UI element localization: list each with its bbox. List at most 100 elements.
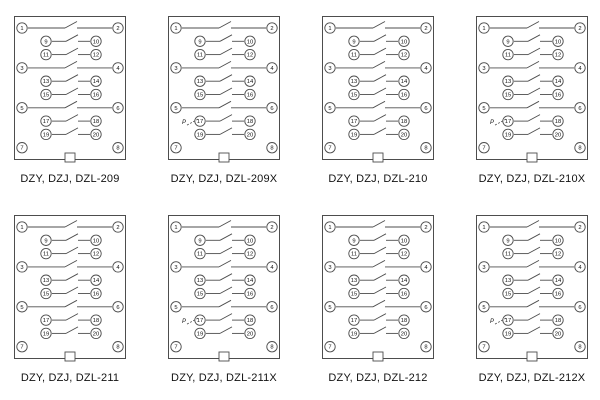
contact-line	[373, 233, 387, 241]
panel-border	[14, 16, 126, 160]
contact-line	[373, 273, 387, 281]
terminal-number: 16	[93, 292, 99, 298]
contact-line	[64, 61, 78, 69]
terminal-circle	[420, 62, 432, 74]
terminal-circle	[552, 247, 564, 260]
terminal-circle	[170, 142, 182, 154]
terminal-number: 6	[270, 106, 273, 112]
terminal-number: 19	[197, 132, 203, 138]
terminal-circle	[170, 102, 182, 114]
terminal-number: 13	[351, 278, 357, 284]
terminal-number: 6	[116, 106, 119, 112]
terminal-circle	[420, 301, 432, 313]
terminal-circle	[170, 261, 182, 273]
terminal-circle	[266, 22, 278, 34]
contact-line	[372, 299, 386, 308]
terminal-circle	[348, 287, 360, 300]
terminal-number: 20	[401, 331, 407, 337]
contact-line	[219, 286, 233, 294]
terminal-circle	[40, 35, 52, 47]
terminal-circle	[324, 22, 336, 34]
contact-line	[372, 220, 386, 228]
contact-line	[218, 21, 232, 29]
contact-line	[219, 273, 233, 281]
terminal-circle	[170, 301, 182, 313]
terminal-circle	[40, 48, 52, 61]
contact-line	[65, 47, 79, 55]
terminal-circle	[478, 221, 490, 233]
terminal-circle	[40, 327, 52, 340]
terminal-number: 12	[555, 252, 561, 258]
terminal-number: 9	[352, 39, 355, 45]
terminal-circle	[244, 75, 256, 87]
terminal-number: 8	[578, 345, 581, 351]
contact-line	[373, 313, 387, 321]
terminal-number: 18	[93, 119, 99, 125]
terminal-circle	[266, 142, 278, 154]
terminal-circle	[552, 115, 564, 127]
contact-line	[373, 74, 387, 82]
terminal-number: 1	[174, 26, 177, 32]
terminal-number: 10	[93, 238, 99, 244]
terminal-circle	[502, 287, 514, 300]
contact-line	[65, 286, 79, 294]
contact-line	[64, 220, 78, 228]
terminal-circle	[420, 142, 432, 154]
terminal-circle	[194, 88, 206, 101]
terminal-number: 2	[578, 225, 581, 231]
contact-line	[65, 326, 79, 334]
terminal-circle	[324, 341, 336, 353]
terminal-number: 20	[247, 331, 253, 337]
terminal-number: 2	[270, 26, 273, 32]
terminal-number: 3	[20, 66, 23, 72]
contact-line	[218, 220, 232, 228]
terminal-circle	[90, 115, 102, 127]
terminal-number: 11	[351, 53, 357, 59]
terminal-circle	[112, 261, 124, 273]
terminal-number: 16	[247, 292, 253, 298]
terminal-number: 20	[401, 132, 407, 138]
terminal-circle	[244, 115, 256, 127]
terminal-circle	[398, 48, 410, 61]
contact-line	[527, 74, 541, 82]
terminal-circle	[112, 341, 124, 353]
terminal-number: 14	[555, 278, 562, 284]
panel-label: DZY, DZJ, DZL-211	[20, 372, 120, 384]
contact-line	[372, 100, 386, 109]
terminal-number: 11	[43, 53, 49, 59]
terminal-number: 12	[555, 53, 561, 59]
terminal-circle	[348, 234, 360, 246]
terminal-number: 11	[505, 252, 511, 258]
terminal-circle	[398, 35, 410, 47]
panel-label: DZY, DZJ, DZL-212	[328, 372, 428, 384]
terminal-circle	[574, 62, 586, 74]
terminal-number: 14	[401, 79, 408, 85]
terminal-number: 3	[174, 265, 177, 271]
terminal-circle	[324, 221, 336, 233]
contact-line	[527, 114, 541, 122]
terminal-number: 16	[555, 93, 561, 99]
terminal-circle	[502, 88, 514, 101]
terminal-number: 19	[43, 132, 49, 138]
terminal-number: 20	[555, 132, 561, 138]
terminal-number: 13	[505, 79, 511, 85]
terminal-number: 3	[482, 265, 485, 271]
terminal-circle	[16, 62, 28, 74]
panel-label: DZY, DZJ, DZL-210	[328, 173, 428, 185]
terminal-number: 14	[247, 278, 254, 284]
panel-label: DZY, DZJ, DZL-212X	[478, 372, 586, 384]
terminal-number: 7	[328, 345, 331, 351]
terminal-circle	[266, 341, 278, 353]
terminal-circle	[478, 142, 490, 154]
terminal-circle	[552, 234, 564, 246]
terminal-number: 8	[270, 146, 273, 152]
terminal-circle	[398, 327, 410, 340]
terminal-number: 7	[20, 345, 23, 351]
terminal-number: 3	[482, 66, 485, 72]
contact-line	[527, 34, 541, 42]
